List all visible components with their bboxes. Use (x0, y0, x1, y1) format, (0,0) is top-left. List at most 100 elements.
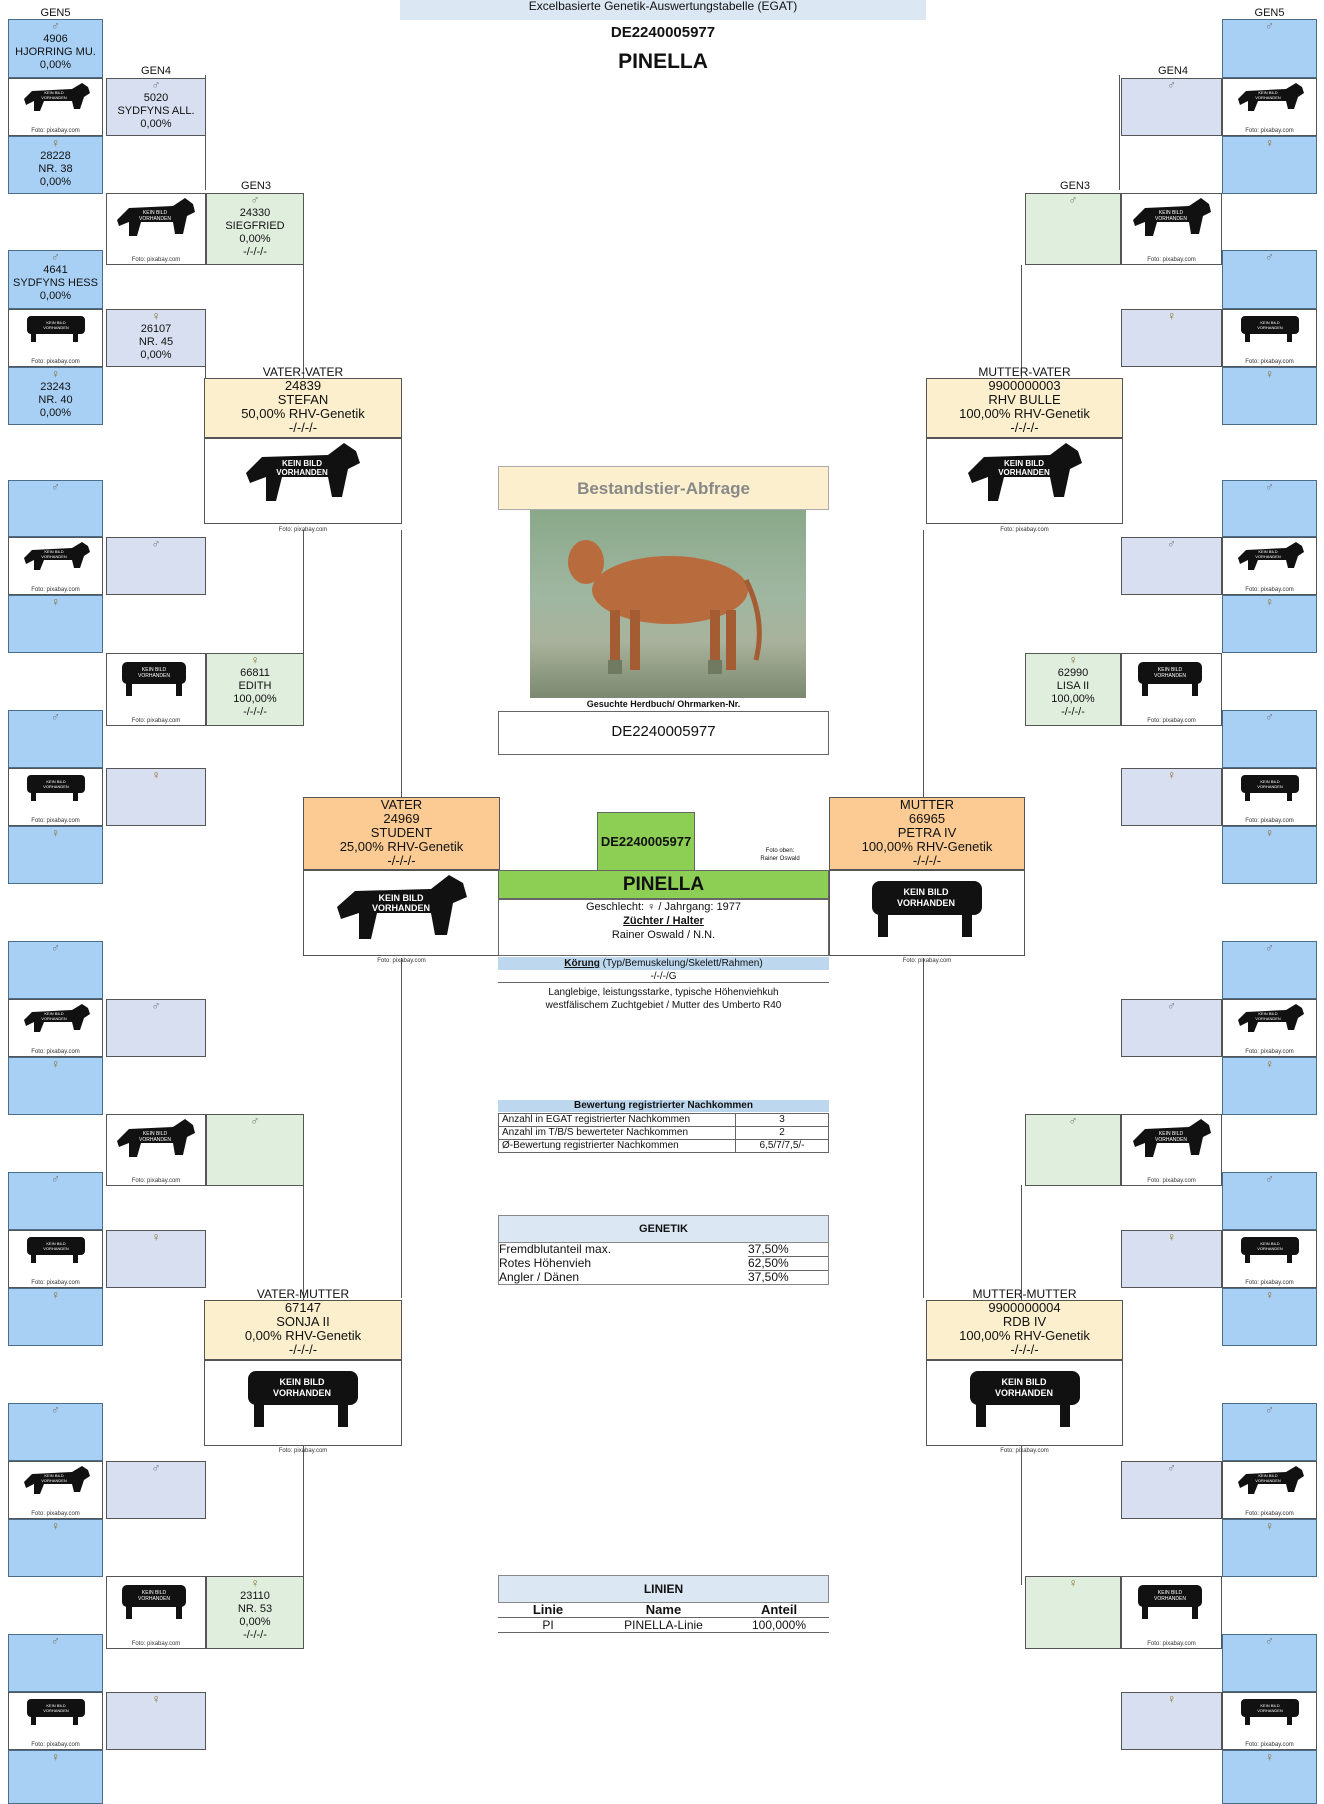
gen5-left-1[interactable]: ♂ 4906 HJORRING MU. 0,00% (8, 19, 103, 78)
gen5-left-2[interactable]: ♀ 28228 NR. 38 0,00% (8, 136, 103, 194)
gen4-left-5[interactable]: ♂ (106, 999, 206, 1057)
gen3-right-1[interactable]: ♂ (1025, 193, 1121, 265)
svg-text:VORHANDEN: VORHANDEN (43, 784, 69, 789)
gen4-right-2[interactable]: ♀ (1121, 309, 1222, 367)
gen4-right-8[interactable]: ♀ (1121, 1692, 1222, 1750)
gen4-left-7[interactable]: ♂ (106, 1461, 206, 1519)
svg-text:KEIN BILD: KEIN BILD (44, 1011, 63, 1016)
svg-text:VORHANDEN: VORHANDEN (41, 1478, 67, 1483)
photo-credit: Foto oben: Rainer Oswald (760, 848, 800, 862)
gen5-left-5[interactable]: ♂ (8, 480, 103, 537)
gen5-right-12[interactable]: ♀ (1222, 1288, 1317, 1346)
svg-text:VORHANDEN: VORHANDEN (1257, 1708, 1283, 1713)
gen4-left-3[interactable]: ♂ (106, 537, 206, 595)
gen3-right-3[interactable]: ♂ (1025, 1114, 1121, 1186)
gen4-right-4[interactable]: ♀ (1121, 768, 1222, 826)
gen5-right-9[interactable]: ♂ (1222, 941, 1317, 999)
linien-title: LINIEN (498, 1575, 829, 1603)
gen5-left-4[interactable]: ♀ 23243 NR. 40 0,00% (8, 367, 103, 425)
gen5-left-10[interactable]: ♀ (8, 1057, 103, 1115)
gen5-left-15[interactable]: ♂ (8, 1634, 103, 1692)
svg-text:VORHANDEN: VORHANDEN (139, 1137, 171, 1143)
gen5-left-16[interactable]: ♀ (8, 1750, 103, 1804)
svg-text:KEIN BILD: KEIN BILD (46, 1703, 65, 1708)
gen5-right-16[interactable]: ♀ (1222, 1750, 1317, 1804)
gen2-vater-vater[interactable]: 24839 STEFAN 50,00% RHV-Genetik -/-/-/- (204, 378, 402, 438)
search-input[interactable]: DE2240005977 (498, 711, 829, 755)
gen5-left-7[interactable]: ♂ (8, 710, 103, 768)
gen5-right-8[interactable]: ♀ (1222, 826, 1317, 884)
breeder: Rainer Oswald / N.N. (611, 929, 716, 941)
svg-text:KEIN BILD: KEIN BILD (1157, 1590, 1182, 1596)
gen4-left-8[interactable]: ♀ (106, 1692, 206, 1750)
gen5-right-3[interactable]: ♂ (1222, 250, 1317, 309)
gen3-left-1[interactable]: ♂ 24330 SIEGFRIED 0,00% -/-/-/- (206, 193, 304, 265)
gen5-right-10[interactable]: ♀ (1222, 1057, 1317, 1115)
query-title-box: Bestandstier-Abfrage (498, 466, 829, 510)
gen5-left-6[interactable]: ♀ (8, 595, 103, 653)
gen5-left-12[interactable]: ♀ (8, 1288, 103, 1346)
mutter-box[interactable]: MUTTER 66965 PETRA IV 100,00% RHV-Geneti… (829, 797, 1025, 870)
gen4-right-7[interactable]: ♂ (1121, 1461, 1222, 1519)
gen2-mutter-mutter[interactable]: 9900000004 RDB IV 100,00% RHV-Genetik -/… (926, 1300, 1123, 1360)
gen5-right-15[interactable]: ♂ (1222, 1634, 1317, 1692)
gen3-right-2[interactable]: ♀ 62990 LISA II 100,00% -/-/-/- (1025, 653, 1121, 726)
svg-text:KEIN BILD: KEIN BILD (1157, 667, 1182, 673)
gen4-right-6[interactable]: ♀ (1121, 1230, 1222, 1288)
gen4-left-2[interactable]: ♀ 26107 NR. 45 0,00% (106, 309, 206, 367)
gen5-right-14[interactable]: ♀ (1222, 1519, 1317, 1577)
gen4-right-3[interactable]: ♂ (1121, 537, 1222, 595)
gen5-left-14[interactable]: ♀ (8, 1519, 103, 1577)
gen5-right-1[interactable]: ♂ (1222, 19, 1317, 78)
gen5-right-2[interactable]: ♀ (1222, 136, 1317, 194)
svg-text:VORHANDEN: VORHANDEN (371, 903, 429, 913)
gen4-left-4[interactable]: ♀ (106, 768, 206, 826)
vater-box[interactable]: VATER 24969 STUDENT 25,00% RHV-Genetik -… (303, 797, 500, 870)
gen4-left-1[interactable]: ♂ 5020 SYDFYNS ALL. 0,00% (106, 78, 206, 136)
gen5-right-6[interactable]: ♀ (1222, 595, 1317, 653)
gen5-right-11[interactable]: ♂ (1222, 1172, 1317, 1230)
svg-text:VORHANDEN: VORHANDEN (138, 1596, 170, 1602)
gen5-left-3[interactable]: ♂ 4641 SYDFYNS HESS 0,00% (8, 250, 103, 309)
gen5-right-7[interactable]: ♂ (1222, 710, 1317, 768)
gen5-left-8[interactable]: ♀ (8, 826, 103, 884)
svg-text:VORHANDEN: VORHANDEN (998, 468, 1050, 477)
gen5-right-4[interactable]: ♀ (1222, 367, 1317, 425)
gen3-left-3[interactable]: ♂ (206, 1114, 304, 1186)
gen5-right-5[interactable]: ♂ (1222, 480, 1317, 537)
svg-text:VORHANDEN: VORHANDEN (1255, 1478, 1281, 1483)
gen5-left-11[interactable]: ♂ (8, 1172, 103, 1230)
svg-text:KEIN BILD: KEIN BILD (44, 1473, 63, 1478)
svg-text:KEIN BILD: KEIN BILD (46, 1241, 65, 1246)
gen5-left-13[interactable]: ♂ (8, 1403, 103, 1461)
gen4-right-1[interactable]: ♂ (1121, 78, 1222, 136)
gen5-right-label: GEN5 (1254, 7, 1285, 19)
gen5-right-13[interactable]: ♂ (1222, 1403, 1317, 1461)
gen2-vater-mutter[interactable]: 67147 SONJA II 0,00% RHV-Genetik -/-/-/- (204, 1300, 402, 1360)
gen3-left-4[interactable]: ♀ 23110 NR. 53 0,00% -/-/-/- (206, 1576, 304, 1649)
gen4-left-label: GEN4 (141, 65, 171, 77)
svg-text:VORHANDEN: VORHANDEN (1154, 1596, 1186, 1602)
gen5-left-9[interactable]: ♂ (8, 941, 103, 999)
table-row: Fremdblutanteil max.37,50% (499, 1243, 828, 1257)
gen3-left-2[interactable]: ♀ 66811 EDITH 100,00% -/-/-/- (206, 653, 304, 726)
gen4-left-6[interactable]: ♀ (106, 1230, 206, 1288)
gen2-mutter-vater[interactable]: 9900000003 RHV BULLE 100,00% RHV-Genetik… (926, 378, 1123, 438)
gen3-right-4[interactable]: ♀ (1025, 1576, 1121, 1649)
svg-text:VORHANDEN: VORHANDEN (1257, 325, 1283, 330)
gen4-right-5[interactable]: ♂ (1121, 999, 1222, 1057)
